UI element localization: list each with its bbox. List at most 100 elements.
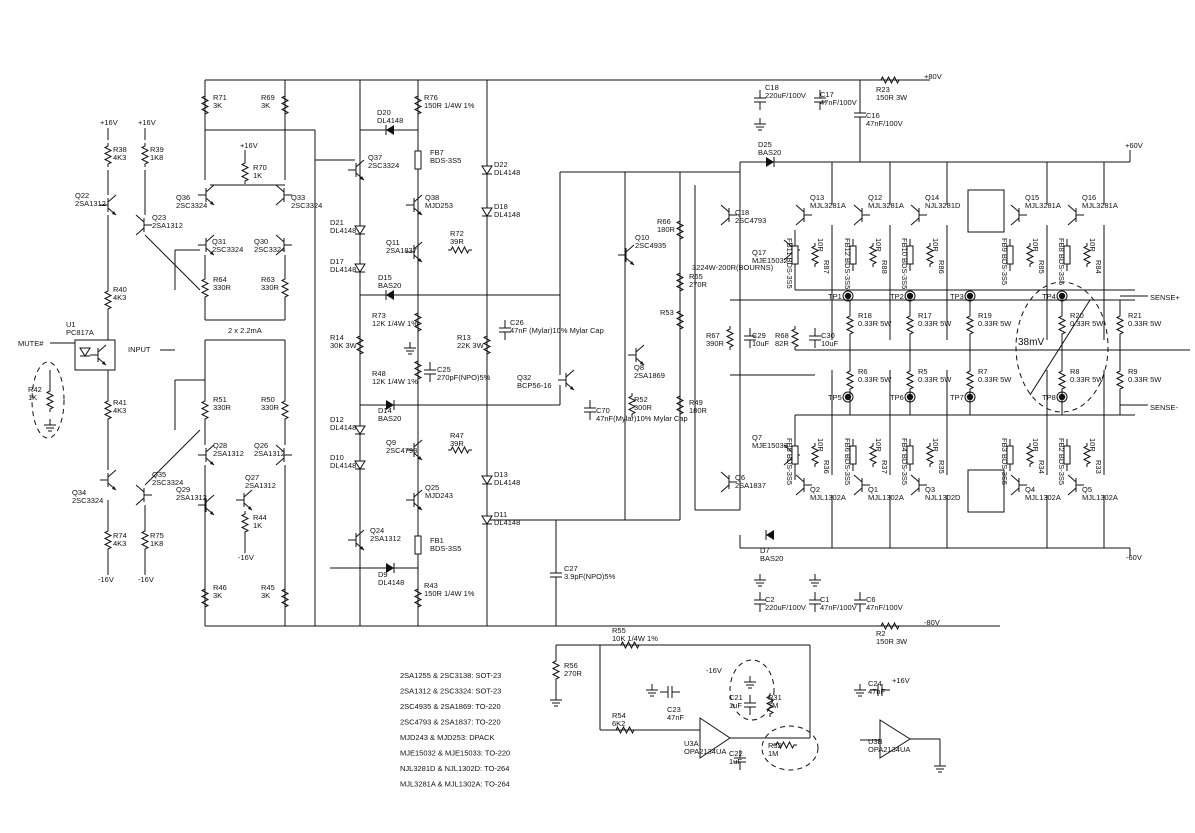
- q-top-value: MJL3281A: [810, 201, 846, 210]
- gate-resistor-bottom-ref: R33: [1094, 460, 1103, 474]
- ferrite-symbol: [906, 445, 914, 465]
- diode-symbol: [386, 400, 394, 410]
- r70-value: 1K: [253, 171, 262, 180]
- c18-value: 220uF/100V: [765, 91, 806, 100]
- q30-ref: Q30: [254, 237, 268, 246]
- ferrite-top-label: FB11 BDS-3S5: [785, 238, 794, 289]
- q11-ref: Q11: [386, 238, 400, 247]
- r44-value: 1K: [253, 521, 262, 530]
- rail-label-minus60: -60V: [1126, 553, 1142, 562]
- q-bottom-value: MJL1302A: [1082, 493, 1118, 502]
- q32-ref: Q32: [517, 373, 531, 382]
- package-note: 2SA1255 & 2SC3138: SOT-23: [400, 671, 501, 680]
- c1-ref: C1: [820, 595, 830, 604]
- wire: [144, 429, 201, 486]
- r45-value: 3K: [261, 591, 270, 600]
- r48-value: 12K 1/4W 1%: [372, 377, 418, 386]
- c29-value: 10uF: [752, 339, 770, 348]
- transistor-emitter: [853, 487, 863, 496]
- r2-value: 150R 3W: [876, 637, 908, 646]
- r56-ref: R56: [564, 661, 578, 670]
- q9-ref: Q9: [386, 438, 396, 447]
- q30-value: 2SC3324: [254, 245, 285, 254]
- r50-value: 330R: [261, 403, 280, 412]
- c70-value: 47nF(Mylar)10% Mylar Cap: [596, 414, 688, 423]
- r75-ref: R75: [150, 531, 164, 540]
- c17-value: 47nF/100V: [820, 98, 857, 107]
- d12-value: DL4148: [330, 423, 356, 432]
- resistor-symbol: [845, 313, 855, 337]
- resistor-symbol: [878, 75, 902, 85]
- transistor-collector: [795, 474, 805, 483]
- transistor-emitter: [1067, 217, 1077, 226]
- test-point-symbol: [966, 393, 974, 401]
- test-point-label: TP8: [1042, 393, 1056, 402]
- test-point-symbol: [844, 292, 852, 300]
- thermal-sensor-box: [967, 189, 1005, 233]
- resistor-symbol: [280, 586, 290, 610]
- q-top-value: NJL3281D: [925, 201, 961, 210]
- q23-ref: Q23: [152, 213, 166, 222]
- q29-ref: Q29: [176, 485, 190, 494]
- c1-value: 47nF/100V: [820, 603, 857, 612]
- q18-value: 2SC4793: [735, 216, 766, 225]
- q35-ref: Q35: [152, 470, 166, 479]
- transistor-collector: [720, 471, 730, 480]
- rail-n16-d: -16V: [706, 666, 722, 675]
- resistor-symbol: [675, 308, 685, 332]
- d12-ref: D12: [330, 415, 344, 424]
- r66-ref: R66: [657, 217, 671, 226]
- ferrite-symbol: [791, 445, 799, 465]
- d20-value: DL4148: [377, 116, 403, 125]
- test-point-label: TP4: [1042, 292, 1056, 301]
- package-note: NJL3281D & NJL1302D: TO-264: [400, 764, 509, 773]
- r76-value: 150R 1/4W 1%: [424, 101, 475, 110]
- emitter-bottom-ref: R9: [1128, 367, 1138, 376]
- transistor-collector: [413, 439, 423, 448]
- transistor-emitter: [795, 487, 805, 496]
- emitter-top-value: 0.33R 5W: [1070, 319, 1104, 328]
- r14-value: 30K 3W: [330, 341, 358, 350]
- transistor-collector: [97, 344, 107, 353]
- transistor-arrow: [210, 511, 214, 515]
- transistor-collector: [1067, 204, 1077, 213]
- r14-ref: R14: [330, 333, 344, 342]
- transistor-collector: [413, 489, 423, 498]
- transistor-arrow: [360, 176, 364, 180]
- r42-ref: R42: [28, 385, 42, 394]
- d21-ref: D21: [330, 218, 344, 227]
- r64-value: 330R: [213, 283, 232, 292]
- q26-value: 2SA1312: [254, 449, 285, 458]
- diode-symbol: [354, 425, 366, 435]
- transistor-collector: [205, 234, 215, 243]
- resistor-symbol: [905, 368, 915, 392]
- emitter-bottom-value: 0.33R 5W: [1128, 375, 1162, 384]
- r13-value: 22K 3W: [457, 341, 485, 350]
- resistor-symbol: [200, 93, 210, 117]
- q-bottom-value: NJL1302D: [925, 493, 961, 502]
- q37-ref: Q37: [368, 153, 382, 162]
- transistor-collector: [720, 204, 730, 213]
- resistor-symbol: [1057, 313, 1067, 337]
- resistor-symbol: [413, 586, 423, 610]
- q6-ref: Q6: [735, 473, 745, 482]
- resistor-symbol: [925, 243, 935, 267]
- gate-resistor-top-value: 10R: [931, 238, 940, 252]
- r54-ref: R54: [612, 711, 626, 720]
- emitter-top-value: 0.33R 5W: [918, 319, 952, 328]
- test-point-label: TP7: [950, 393, 964, 402]
- transistor-emitter: [1010, 487, 1020, 496]
- ferrite-top-label: FB9 BDS-3S5: [1000, 238, 1009, 285]
- gate-resistor-bottom-value: 10R: [816, 438, 825, 452]
- gate-resistor-bottom-value: 10R: [931, 438, 940, 452]
- ferrite-bottom-label: FB3 BDS-3S5: [1000, 438, 1009, 485]
- emitter-bottom-value: 0.33R 5W: [918, 375, 952, 384]
- fb7-value: BDS-3S5: [430, 156, 461, 165]
- ferrite-symbol: [1063, 245, 1071, 265]
- r23-value: 150R 3W: [876, 93, 908, 102]
- q10-ref: Q10: [635, 233, 649, 242]
- q31-ref: Q31: [212, 237, 226, 246]
- trimmer-label: 3224W-200R(BOURNS): [692, 263, 774, 272]
- package-note: MJE15032 & MJE15033: TO-220: [400, 749, 510, 758]
- q32-value: BCP56-16: [517, 381, 552, 390]
